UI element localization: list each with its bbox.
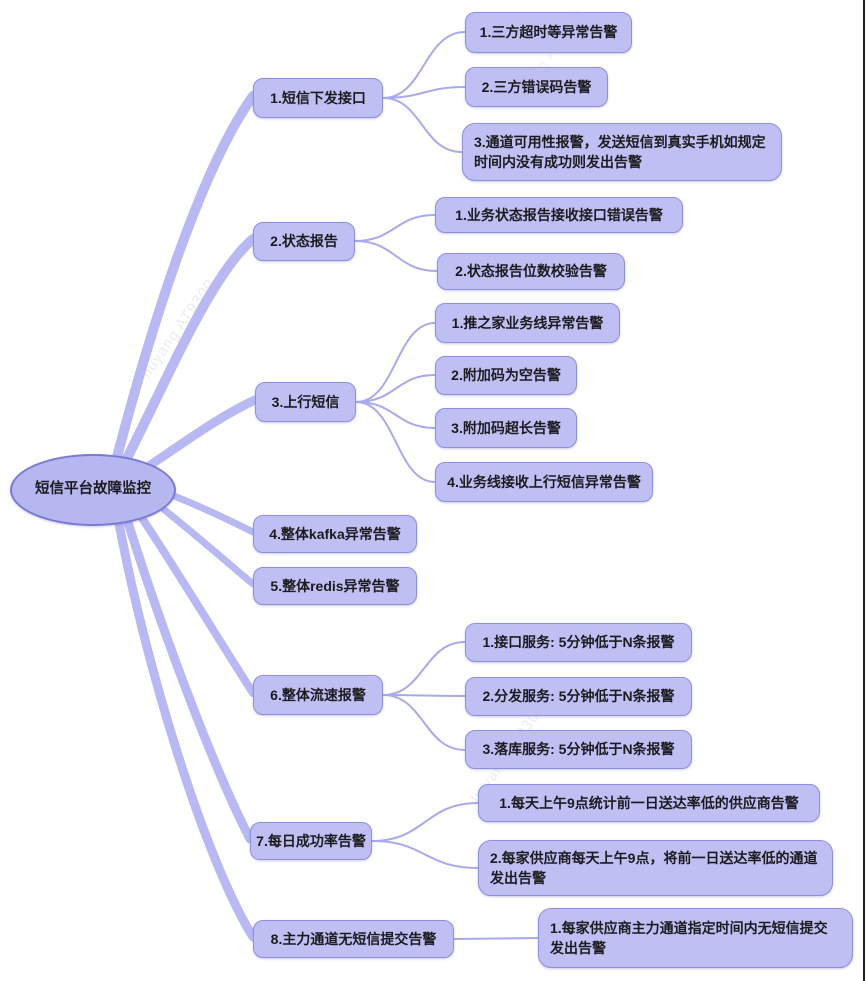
leaf-node[interactable]: 1.推之家业务线异常告警 (435, 303, 620, 343)
connector-3-3 (355, 401, 436, 429)
leaf-node[interactable]: 2.每家供应商每天上午9点，将前一日送达率低的通道发出告警 (478, 840, 833, 896)
leaf-node[interactable]: 1.每家供应商主力通道指定时间内无短信提交发出告警 (538, 908, 853, 968)
beam-branch-8 (113, 513, 258, 942)
connector-8-1 (453, 937, 539, 940)
root-branch-beams (111, 91, 260, 942)
connector-7-2 (371, 840, 479, 869)
leaf-node[interactable]: 2.附加码为空告警 (435, 356, 577, 395)
branch-node-status-report[interactable]: 2.状态报告 (253, 222, 355, 261)
connector-7-1 (371, 802, 479, 842)
beam-branch-2 (119, 234, 258, 469)
beam-branch-1 (111, 91, 258, 466)
leaf-node[interactable]: 1.三方超时等异常告警 (465, 12, 632, 53)
branch-node-uplink-sms[interactable]: 3.上行短信 (255, 382, 356, 422)
branch-node-flow-rate-alert[interactable]: 6.整体流速报警 (253, 675, 383, 715)
leaf-node[interactable]: 2.状态报告位数校验告警 (437, 253, 625, 290)
leaf-node[interactable]: 2.分发服务: 5分钟低于N条报警 (465, 677, 692, 716)
connector-6-2 (382, 694, 466, 697)
beam-branch-3 (135, 395, 260, 477)
connector-3-2 (355, 374, 436, 403)
connector-6-1 (382, 641, 466, 696)
connector-1-3 (382, 97, 463, 153)
beam-branch-6 (134, 508, 257, 697)
branch-node-sms-send-interface[interactable]: 1.短信下发接口 (253, 78, 383, 118)
beam-branch-7 (121, 511, 255, 844)
branch-node-daily-success-rate[interactable]: 7.每日成功率告警 (250, 822, 372, 860)
leaf-node[interactable]: 2.三方错误码告警 (465, 67, 608, 107)
connector-3-1 (355, 322, 436, 403)
branch-node-main-channel-no-submit[interactable]: 8.主力通道无短信提交告警 (253, 920, 454, 958)
beam-branch-5 (148, 496, 257, 588)
leaf-node[interactable]: 3.通道可用性报警，发送短信到真实手机如规定时间内没有成功则发出告警 (462, 123, 782, 181)
connector-1-1 (382, 31, 466, 99)
leaf-node[interactable]: 3.落库服务: 5分钟低于N条报警 (465, 730, 692, 769)
child-connectors (354, 31, 539, 940)
root-node[interactable]: 短信平台故障监控 (10, 454, 176, 526)
branch-node-redis-alert[interactable]: 5.整体redis异常告警 (253, 567, 417, 605)
leaf-node[interactable]: 1.接口服务: 5分钟低于N条报警 (465, 623, 692, 662)
connector-2-2 (354, 240, 438, 272)
branch-node-kafka-alert[interactable]: 4.整体kafka异常告警 (253, 515, 417, 553)
connector-3-4 (355, 401, 436, 483)
leaf-node[interactable]: 4.业务线接收上行短信异常告警 (435, 462, 653, 502)
connector-2-1 (354, 214, 436, 242)
connector-1-2 (382, 86, 466, 99)
leaf-node[interactable]: 1.业务状态报告接收接口错误告警 (435, 197, 683, 233)
connector-6-3 (382, 694, 466, 751)
page-edge-line (863, 0, 865, 981)
leaf-node[interactable]: 1.每天上午9点统计前一日送达率低的供应商告警 (478, 784, 820, 822)
leaf-node[interactable]: 3.附加码超长告警 (435, 408, 577, 448)
